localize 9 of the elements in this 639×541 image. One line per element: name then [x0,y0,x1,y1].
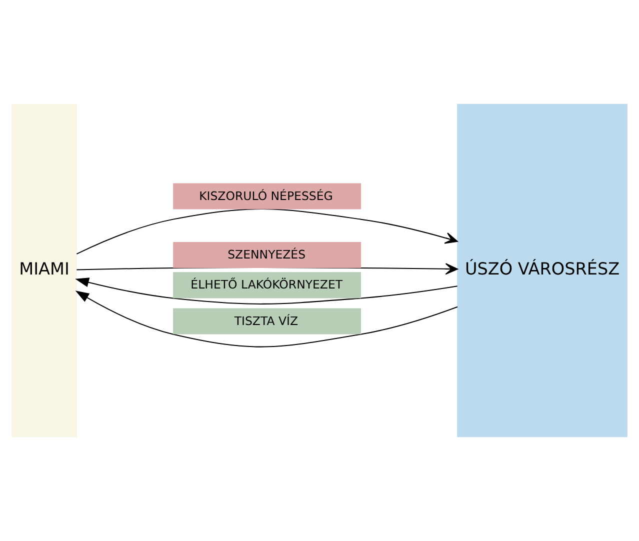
edge-label: ÉLHETŐ LAKÓKÖRNYEZET [190,278,343,292]
arrow [76,208,458,254]
node-box: ÚSZÓ VÁROSRÉSZ [457,104,628,438]
arrow [75,290,458,348]
edge-label: SZENNYEZÉS [228,248,306,262]
edge-label: TISZTA VÍZ [234,314,298,328]
node-box: MIAMI [12,104,77,438]
edge-label: KISZORULÓ NÉPESSÉG [199,188,333,203]
arrow [75,278,458,304]
